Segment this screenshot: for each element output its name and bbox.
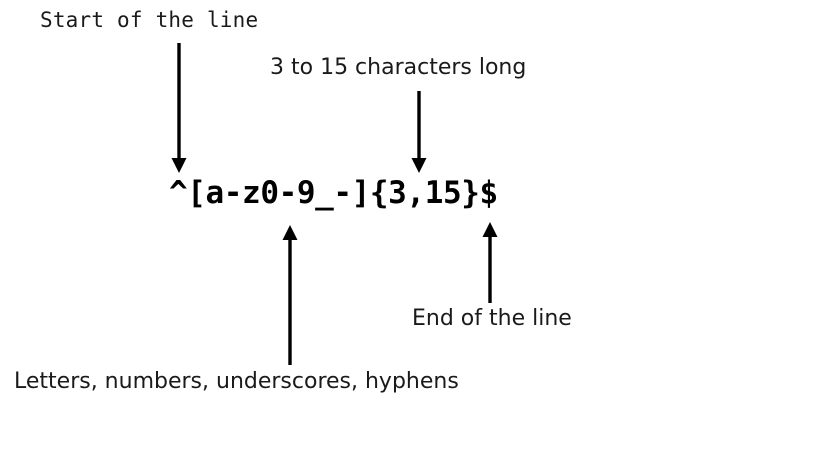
clipped-edge-glyph: , — [0, 371, 4, 393]
arrow-down-to-quantifier — [410, 90, 428, 174]
arrow-down-icon — [171, 43, 187, 173]
arrow-up-icon — [282, 225, 298, 365]
arrow-down-icon — [411, 91, 427, 173]
arrow-up-icon — [482, 222, 498, 303]
annotation-label-character-class: Letters, numbers, underscores, hyphens — [14, 369, 459, 394]
regex-pattern-text: ^[a-z0-9_-]{3,15}$ — [169, 175, 498, 211]
arrow-down-to-caret — [170, 42, 188, 174]
annotation-label-end-of-line: End of the line — [412, 306, 572, 331]
annotation-label-length-range: 3 to 15 characters long — [270, 55, 527, 80]
arrow-up-to-dollar — [481, 221, 499, 304]
annotation-label-start-of-line: Start of the line — [40, 8, 259, 32]
arrow-up-to-character-class — [281, 224, 299, 366]
